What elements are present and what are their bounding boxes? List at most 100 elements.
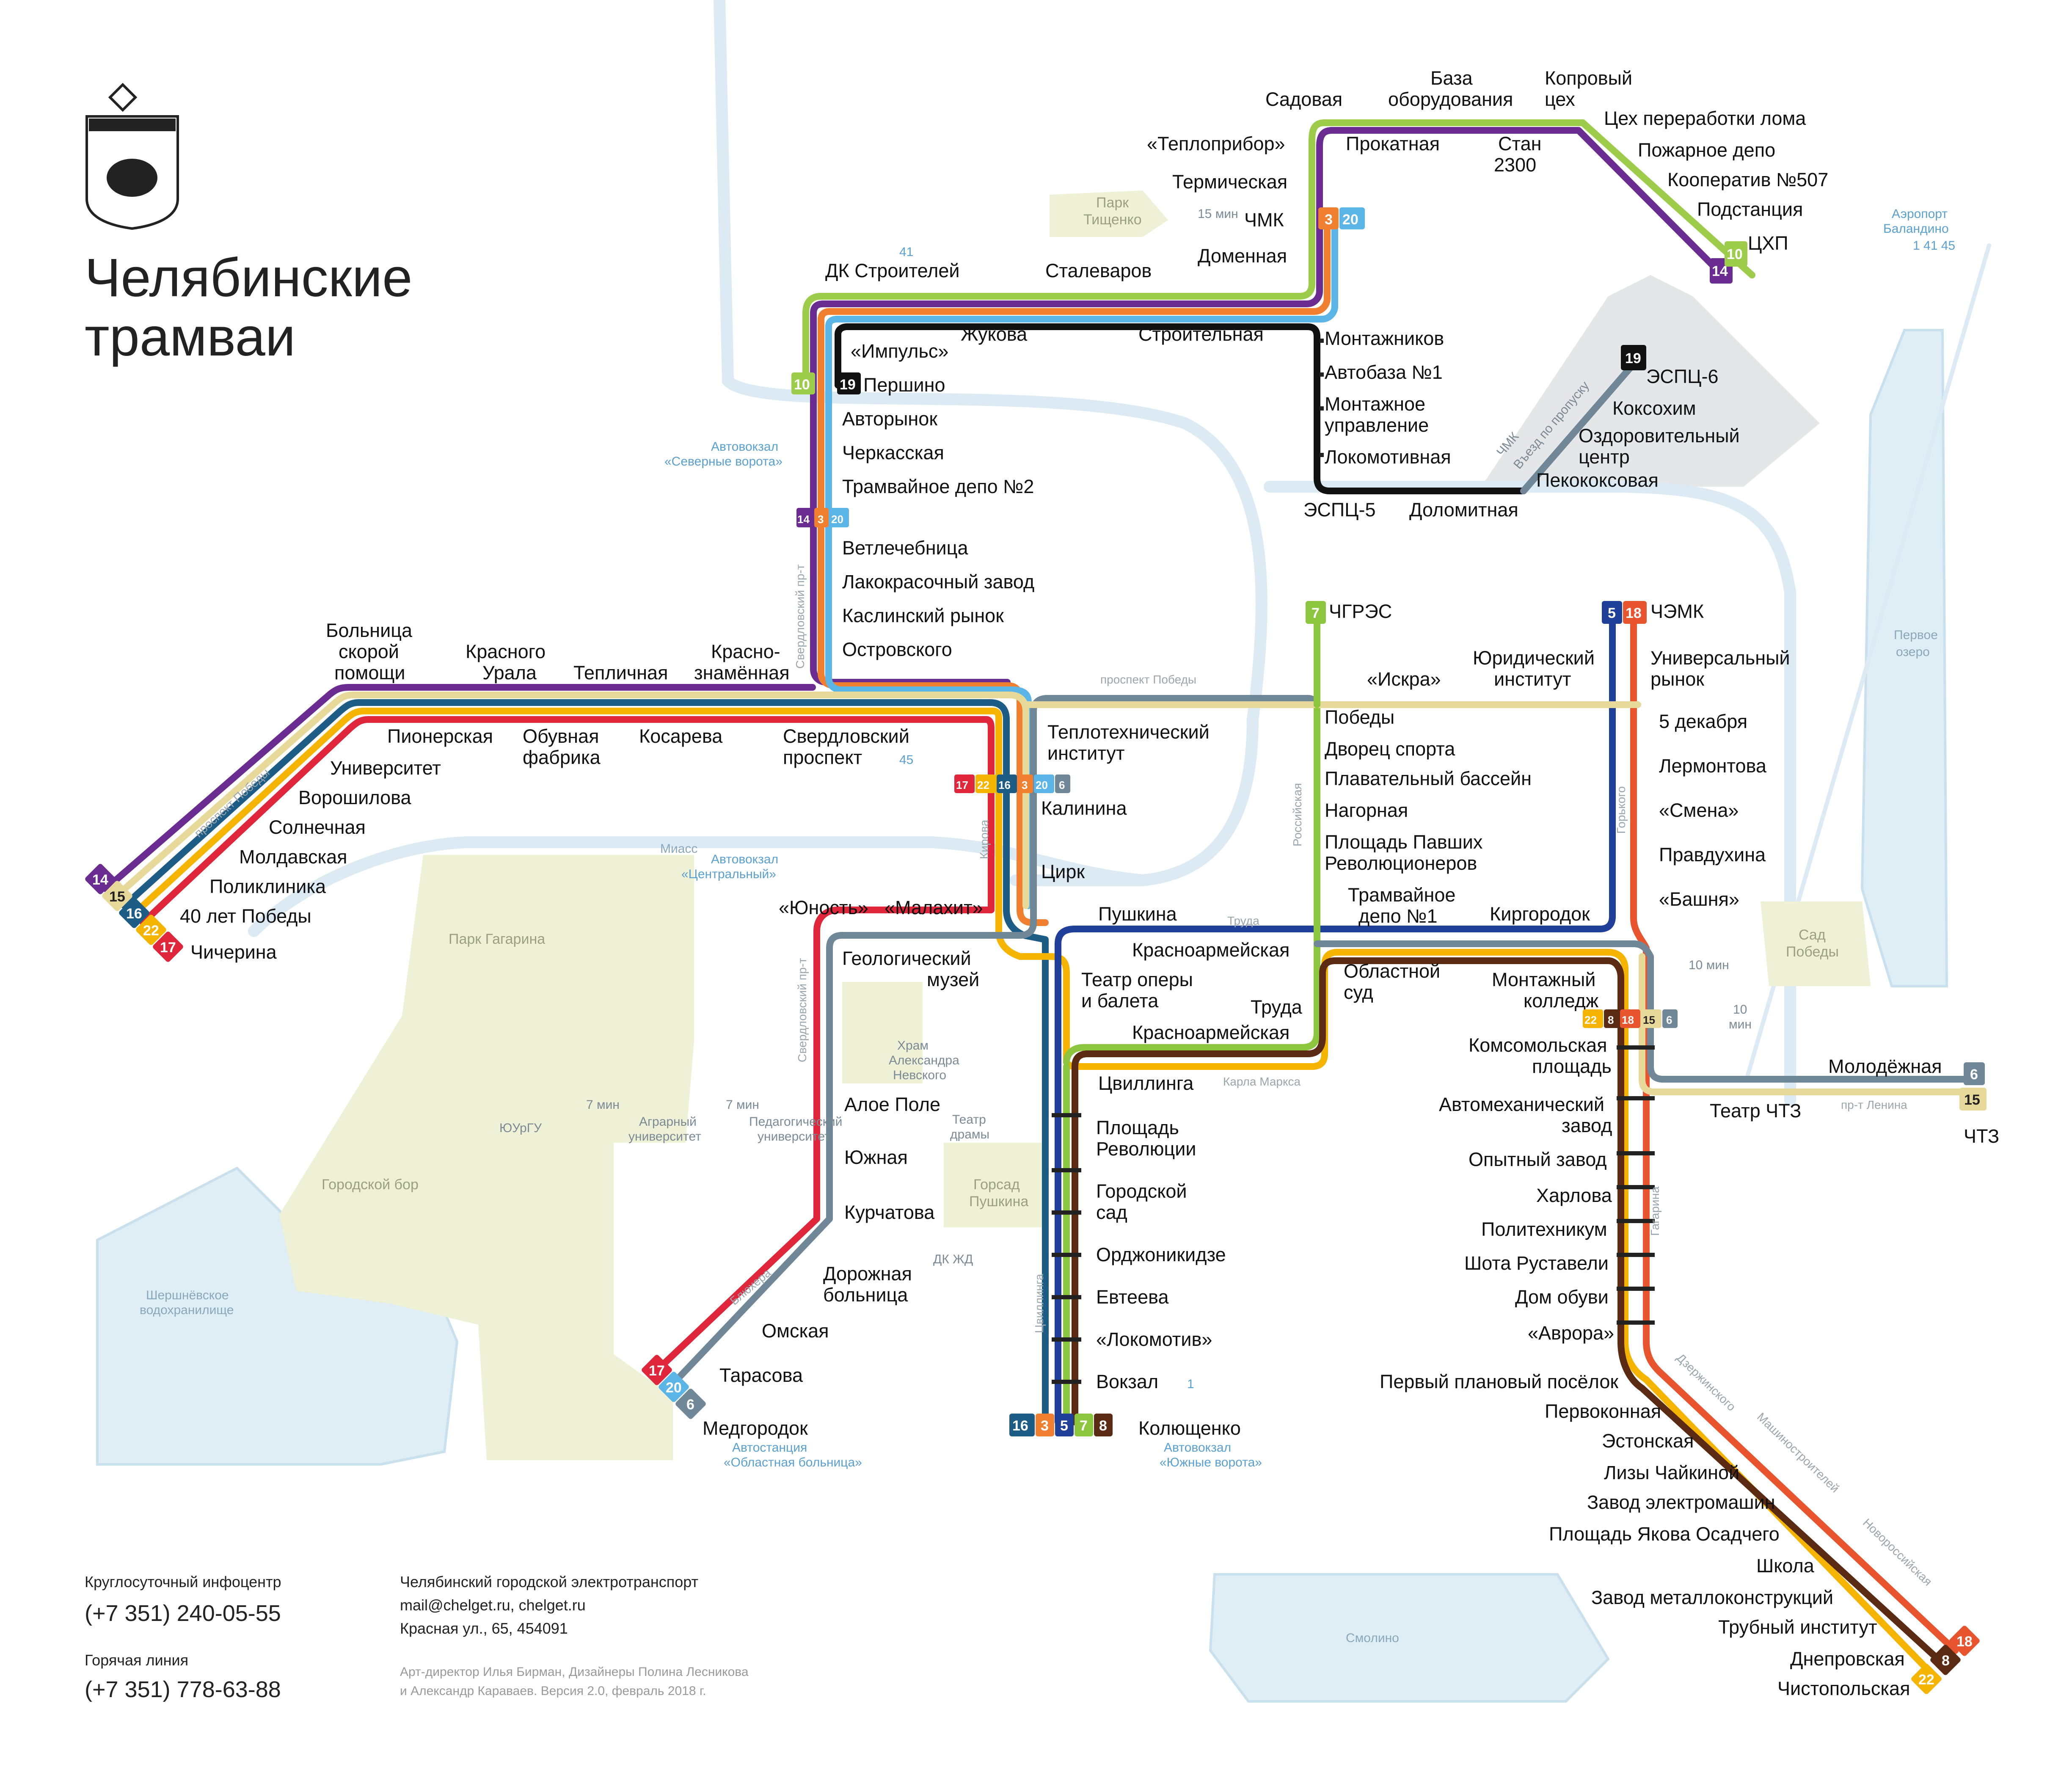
station-bolnitsa-1: Больница xyxy=(326,620,413,641)
station-kalinina: Калинина xyxy=(1041,797,1127,819)
line-18-trunk xyxy=(1630,606,1959,1654)
airport-1: Аэропорт xyxy=(1892,207,1948,221)
park-gagarina: Парк Гагарина xyxy=(449,931,545,947)
sad-pobedy-1: Сад xyxy=(1799,927,1826,943)
gorsad-2: Пушкина xyxy=(969,1193,1028,1210)
shershni-1: Шершнёвское xyxy=(146,1288,229,1302)
agrar-2: университет xyxy=(628,1130,701,1144)
hot-phone[interactable]: (+7 351) 778-63-88 xyxy=(85,1677,281,1702)
stop-ticks xyxy=(1052,339,1655,1384)
badge-10-tskhp: 10 xyxy=(1727,246,1743,262)
station-termicheskaya: Термическая xyxy=(1172,171,1287,193)
info-phone[interactable]: (+7 351) 240-05-55 xyxy=(85,1601,281,1626)
badge-15-chtz: 15 xyxy=(1964,1092,1980,1108)
org-address: Красная ул., 65, 454091 xyxy=(400,1620,568,1637)
badge-8-chist: 8 xyxy=(1942,1653,1950,1669)
park-tishchenko-area xyxy=(1050,190,1168,237)
station-smena: «Смена» xyxy=(1659,799,1739,821)
street-dzerzhinskogo: Дзержинского xyxy=(1674,1351,1739,1414)
station-iskra: «Искра» xyxy=(1367,668,1441,690)
station-zavod-metall: Завод металлоконструкций xyxy=(1591,1587,1833,1608)
station-ordzhonikidze: Орджоникидзе xyxy=(1096,1244,1226,1265)
bus-45: 45 xyxy=(899,753,913,767)
station-sverdl-1: Свердловский xyxy=(783,725,909,747)
station-chicherina: Чичерина xyxy=(190,941,277,963)
station-pravdukhina: Правдухина xyxy=(1659,844,1766,865)
station-teplotekh-2: институт xyxy=(1047,742,1124,764)
line-20-north xyxy=(825,225,1338,655)
line-17-west xyxy=(140,716,995,1375)
badge-20-depo2: 20 xyxy=(831,513,843,526)
station-komsom-2: площадь xyxy=(1532,1056,1612,1077)
station-perv-plan: Первый плановый посёлок xyxy=(1380,1371,1618,1392)
station-pushkina: Пушкина xyxy=(1098,903,1177,925)
badge-19-pershino: 19 xyxy=(840,377,856,393)
station-chtz: ЧТЗ xyxy=(1964,1125,1999,1147)
station-pervokonnaya: Первоконная xyxy=(1545,1400,1661,1422)
station-pionerskaya: Пионерская xyxy=(387,725,493,747)
station-nagornaya: Нагорная xyxy=(1325,799,1408,821)
station-krasnogo-urala-1: Красного xyxy=(466,641,546,662)
station-avtomekh-2: завод xyxy=(1562,1115,1612,1136)
badge-3-depo2: 3 xyxy=(818,513,824,526)
river-north xyxy=(714,0,1267,725)
station-bashnya: «Башня» xyxy=(1659,888,1739,910)
badge-7-chgres: 7 xyxy=(1312,605,1320,621)
station-avtomekh-1: Автомеханический xyxy=(1439,1094,1604,1115)
station-teplotekh-1: Теплотехнический xyxy=(1047,721,1210,743)
badge-18-komsom: 18 xyxy=(1622,1014,1634,1026)
hot-label: Горячая линия xyxy=(85,1651,188,1669)
station-truda: Труда xyxy=(1251,996,1303,1018)
station-pobedy: Победы xyxy=(1325,706,1394,728)
badge-6-sverdl: 6 xyxy=(1059,779,1065,791)
station-stalevarov: Сталеваров xyxy=(1045,260,1152,281)
station-chemk: ЧЭМК xyxy=(1650,601,1704,622)
gorodskoy-bor: Городской бор xyxy=(322,1177,419,1193)
station-montazhnikov: Монтажников xyxy=(1325,328,1444,349)
station-baza-2: оборудования xyxy=(1388,88,1513,110)
badge-5-chemk: 5 xyxy=(1608,605,1616,621)
station-koprovy-2: цех xyxy=(1545,88,1575,110)
badge-20-chmk: 20 xyxy=(1342,212,1358,228)
park-gagarina-area xyxy=(279,855,694,1460)
station-teplichnaya: Тепличная xyxy=(573,662,668,684)
station-dvorets: Дворец спорта xyxy=(1325,738,1455,760)
station-pershino: Першино xyxy=(863,374,945,396)
street-pobedy-top: проспект Победы xyxy=(1100,673,1196,686)
station-estonskaya: Эстонская xyxy=(1602,1430,1694,1452)
shershni-2: водохранилище xyxy=(140,1303,234,1317)
badge-3-sverdl: 3 xyxy=(1022,779,1028,791)
station-vokzal: Вокзал xyxy=(1096,1371,1158,1392)
station-chmk: ЧМК xyxy=(1244,209,1284,231)
badge-14-chicherina: 14 xyxy=(92,872,108,888)
station-univ-rynok-1: Универсальный xyxy=(1650,647,1790,669)
badge-22-chist: 22 xyxy=(1918,1672,1934,1688)
station-tsvillinga: Цвиллинга xyxy=(1098,1072,1194,1094)
badge-6-medgorodok: 6 xyxy=(686,1397,694,1413)
station-oblsud-1: Областной xyxy=(1344,960,1440,982)
station-kooperativ: Кооператив №507 xyxy=(1667,169,1828,190)
badge-22-chicherina: 22 xyxy=(143,923,159,939)
station-bolnitsa-3: помощи xyxy=(334,662,405,684)
station-yuzhnaya: Южная xyxy=(844,1147,908,1168)
badge-19-espts6: 19 xyxy=(1625,350,1641,367)
station-teplopribor: «Теплоприбор» xyxy=(1147,133,1285,154)
park-tishchenko-1: Парк xyxy=(1096,195,1129,211)
park-sad-pobedy-area xyxy=(1761,901,1871,986)
parks-layer xyxy=(279,190,1871,1460)
agrar-1: Аграрный xyxy=(639,1115,697,1129)
station-pozharnoe: Пожарное депо xyxy=(1638,139,1775,161)
station-pekokoksovaya: Пекококсовая xyxy=(1536,469,1659,491)
org-contacts[interactable]: mail@chelget.ru, chelget.ru xyxy=(400,1596,586,1614)
station-teatr-opery-2: и балета xyxy=(1081,990,1159,1012)
lake-pervoe xyxy=(1860,329,1948,987)
station-trubny: Трубный институт xyxy=(1718,1616,1877,1638)
street-gagarina: Гагарина xyxy=(1648,1186,1661,1236)
station-dom-obuvi: Дом обуви xyxy=(1515,1286,1609,1308)
station-pl-rev-1: Площадь xyxy=(1096,1117,1179,1138)
avtostantsiya-1: Автостанция xyxy=(732,1441,807,1455)
station-dneprovskaya: Днепровская xyxy=(1790,1648,1905,1670)
station-espts5: ЭСПЦ-5 xyxy=(1303,499,1376,521)
station-impuls: «Импульс» xyxy=(851,340,948,362)
station-plavat: Плавательный бассейн xyxy=(1325,768,1532,789)
